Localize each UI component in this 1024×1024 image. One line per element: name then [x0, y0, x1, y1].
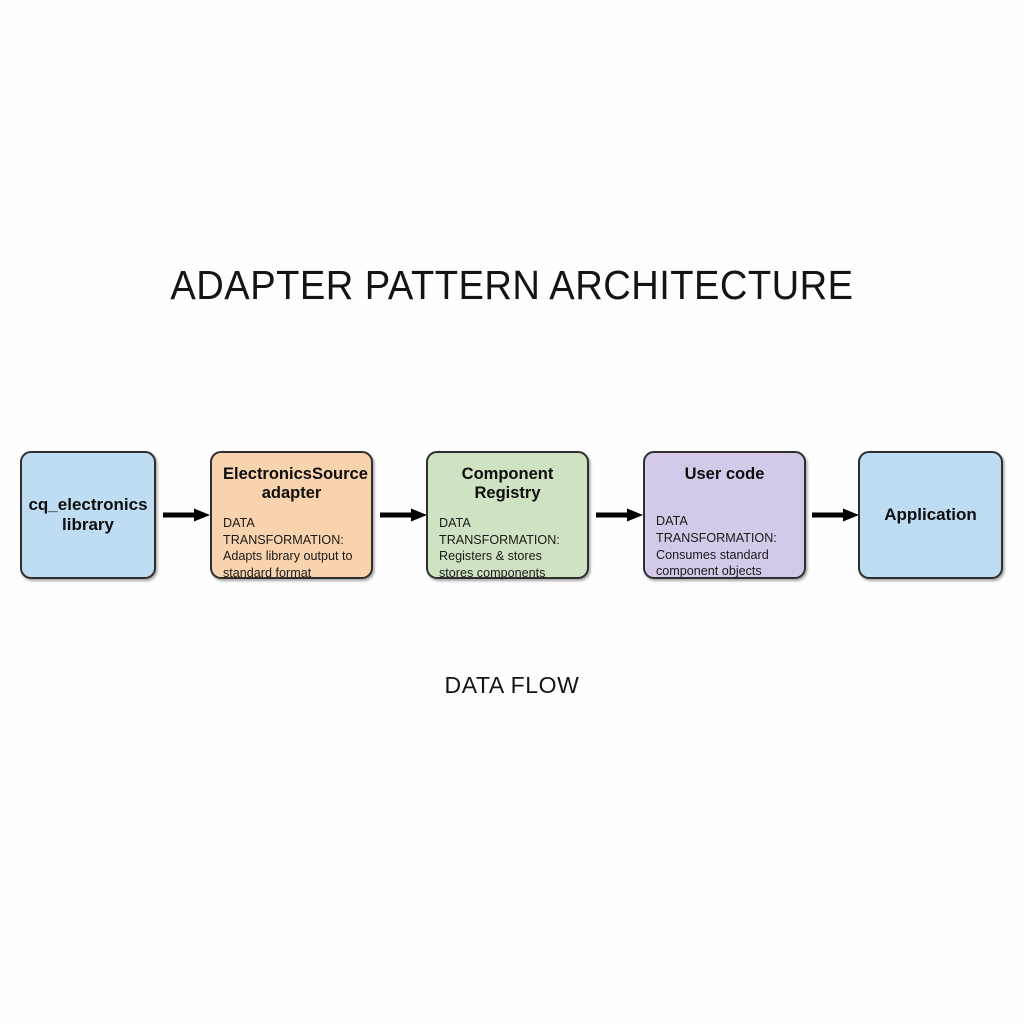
node-title-line-1: Application: [884, 504, 977, 524]
detail-line-1: Adapts library output to: [223, 549, 353, 564]
page-title: ADAPTER PATTERN ARCHITECTURE: [170, 262, 854, 308]
node-title: User code: [656, 465, 793, 484]
node-title-line-1: Component: [461, 465, 554, 483]
node-cq-electronics-library[interactable]: cq_electronics library: [20, 451, 156, 579]
detail-line-1: Registers & stores: [439, 549, 542, 564]
node-electronicssource-adapter[interactable]: ElectronicsSource adapter DATA TRANSFORM…: [210, 451, 373, 581]
node-title: Component Registry: [439, 465, 576, 504]
flow-caption: DATA FLOW: [444, 672, 580, 698]
node-title: ElectronicsSource adapter: [223, 465, 368, 504]
node-title-line-2: Registry: [474, 484, 541, 503]
node-user-code[interactable]: User code DATA TRANSFORMATION: Consumes …: [643, 451, 806, 579]
node-title-line-1: ElectronicsSource: [223, 465, 368, 483]
node-detail: DATA TRANSFORMATION: Registers & stores …: [439, 515, 576, 581]
node-title: cq_electronics library: [28, 495, 147, 535]
node-title-line-1: cq_electronics: [28, 494, 148, 514]
node-detail: DATA TRANSFORMATION: Consumes standard c…: [656, 513, 793, 579]
arrow-right-icon: [812, 508, 860, 522]
detail-label: DATA TRANSFORMATION:: [439, 515, 560, 547]
node-application[interactable]: Application: [858, 451, 1003, 579]
detail-line-2: component objects: [656, 564, 762, 579]
node-detail: DATA TRANSFORMATION: Adapts library outp…: [223, 515, 360, 581]
node-title-line-1: User code: [684, 465, 765, 483]
arrow-right-icon: [380, 508, 428, 522]
detail-line-1: Consumes standard: [656, 547, 769, 562]
node-component-registry[interactable]: Component Registry DATA TRANSFORMATION: …: [426, 451, 589, 581]
arrow-right-icon: [596, 508, 644, 522]
detail-label: DATA TRANSFORMATION:: [656, 514, 777, 546]
detail-line-2: standard format: [223, 565, 312, 580]
detail-label: DATA TRANSFORMATION:: [223, 515, 344, 547]
arrow-right-icon: [163, 508, 211, 522]
node-title: Application: [884, 505, 977, 525]
flow-pipeline: cq_electronics library ElectronicsSource…: [0, 451, 1024, 581]
detail-line-2: stores components: [439, 565, 546, 580]
node-title-line-2: adapter: [261, 484, 322, 503]
node-title-line-2: library: [62, 515, 114, 534]
